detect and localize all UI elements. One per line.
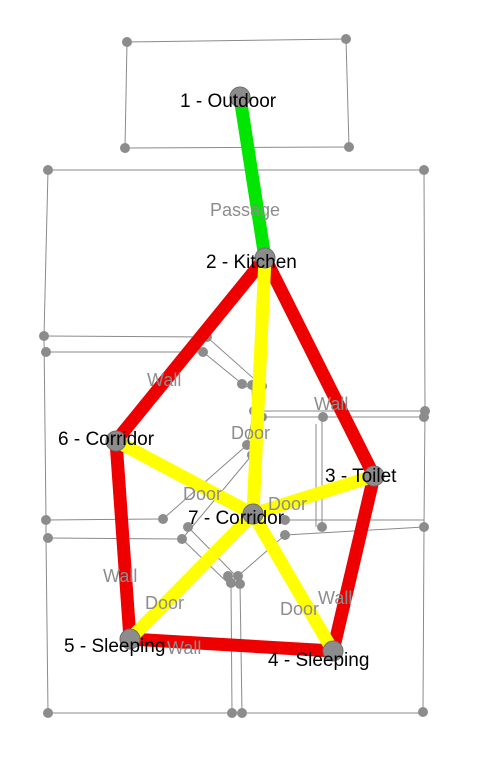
- edge-wall-2-3: [258, 251, 381, 483]
- connection-label-wall: Wall: [318, 588, 352, 608]
- floorplan-vertex: [419, 412, 429, 422]
- room-node-2: [254, 247, 276, 269]
- connection-label-wall: Wall: [103, 566, 137, 586]
- edge-wall-3-4: [326, 469, 381, 658]
- edge-door-6-7: [109, 434, 260, 521]
- floorplan-wall-line: [43, 169, 49, 337]
- edge-wall-2-6: [109, 251, 272, 448]
- floorplan-wall-line: [43, 335, 208, 338]
- connection-label-wall: Wall: [314, 394, 348, 414]
- room-node-1: [229, 86, 251, 108]
- room-label-1: 1 - Outdoor: [180, 91, 277, 112]
- floorplan-vertex: [158, 514, 168, 524]
- floorplan-vertex: [122, 37, 132, 47]
- floorplan-vertex: [183, 522, 193, 532]
- room-labels: 1 - Outdoor 2 - Kitchen 3 - Toilet 4 - Slee…: [58, 91, 397, 671]
- edge-door-4-7: [246, 507, 340, 658]
- edge-wall-5-4: [123, 632, 340, 658]
- floorplan-vertex: [317, 522, 327, 532]
- floorplan-wall-line: [47, 537, 183, 540]
- room-node-6: [105, 430, 127, 452]
- floorplan-vertex: [233, 571, 243, 581]
- room-node-3: [363, 465, 385, 487]
- floorplan-wall-lines: [43, 38, 426, 714]
- floorplan-wall-line: [124, 146, 350, 149]
- floorplan-vertex: [280, 515, 290, 525]
- floorplan-vertex: [177, 534, 187, 544]
- connection-label-door: Door: [231, 423, 270, 443]
- room-label-7: 7 - Corridor: [188, 508, 285, 529]
- floorplan-vertex: [419, 522, 429, 532]
- floorplan-vertices: [39, 34, 430, 718]
- edge-door-3-7: [246, 469, 381, 521]
- edge-door-2-7: [246, 251, 272, 521]
- floorplan-vertex: [242, 440, 252, 450]
- room-connection-edges: [109, 90, 381, 658]
- floorplan-vertex: [341, 34, 351, 44]
- room-label-5: 5 - Sleeping: [64, 636, 165, 657]
- floorplan-vertex: [39, 331, 49, 341]
- room-label-6: 6 - Corridor: [58, 429, 155, 450]
- floorplan-vertex: [226, 578, 236, 588]
- floorplan-vertex: [344, 142, 354, 152]
- room-nodes: [105, 86, 385, 662]
- floorplan-vertex: [280, 530, 290, 540]
- connection-label-door: Door: [145, 593, 184, 613]
- connection-label-door: Door: [268, 494, 307, 514]
- floorplan-wall-line: [345, 38, 350, 148]
- floorplan-wall-line: [126, 38, 347, 43]
- floorplan-wall-line: [237, 534, 286, 577]
- room-node-4: [322, 640, 344, 662]
- floorplan-wall-line: [423, 410, 426, 528]
- floorplan-vertex: [43, 533, 53, 543]
- room-label-4: 4 - Sleeping: [268, 650, 369, 671]
- floorplan-vertex: [198, 347, 208, 357]
- floorplan-vertex: [43, 165, 53, 175]
- connection-label-wall: Wall: [147, 370, 181, 390]
- connection-label-door: Door: [183, 484, 222, 504]
- room-node-7: [242, 503, 264, 525]
- floorplan-wall-line: [423, 169, 426, 412]
- room-label-2: 2 - Kitchen: [206, 252, 297, 273]
- floorplan-vertex: [318, 412, 328, 422]
- room-label-3: 3 - Toilet: [325, 466, 397, 487]
- floorplan-vertex: [418, 707, 428, 717]
- floorplan-wall-line: [45, 518, 164, 521]
- floorplan-vertex: [419, 165, 429, 175]
- floorplan-vertex: [227, 708, 237, 718]
- floorplan-vertex: [41, 347, 51, 357]
- connection-label-wall: Wall: [167, 638, 201, 658]
- floorplan-wall-line: [422, 526, 425, 713]
- edge-wall-6-5: [109, 434, 137, 646]
- connection-label-door: Door: [280, 599, 319, 619]
- edge-door-5-7: [123, 507, 260, 646]
- floorplan-vertex: [41, 515, 51, 525]
- floorplan-wall-line: [43, 335, 47, 521]
- room-node-5: [119, 628, 141, 650]
- connection-label-passage: Passage: [210, 200, 280, 220]
- floorplan-wall-line: [124, 41, 128, 149]
- floorplan-vertex: [43, 708, 53, 718]
- floorplan-wall-line: [45, 537, 49, 714]
- floorplan-vertex: [235, 579, 245, 589]
- floorplan-vertex: [237, 708, 247, 718]
- edge-passage-1-2: [233, 90, 272, 265]
- floorplan-vertex: [237, 379, 247, 389]
- floorplan-vertex: [120, 143, 130, 153]
- floorplan-wall-line: [206, 336, 263, 387]
